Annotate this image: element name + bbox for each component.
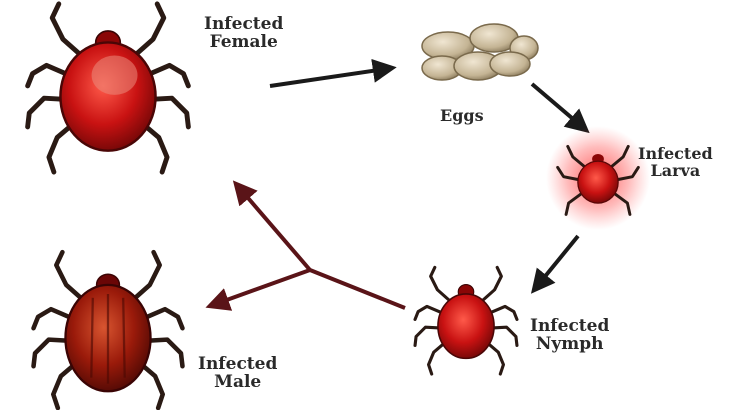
label-nymph-line2: Nymph: [530, 336, 609, 354]
label-female-line2: Female: [204, 34, 283, 52]
label-infected-nymph: Infected Nymph: [530, 318, 609, 354]
label-infected-male: Infected Male: [198, 356, 277, 392]
branch-arrow-nymph-to-adults: [210, 184, 405, 308]
label-infected-larva: Infected Larva: [638, 146, 713, 180]
label-larva-line2: Larva: [638, 163, 713, 180]
eggs-cluster: [422, 24, 538, 80]
nymph-tick: [415, 267, 517, 374]
label-infected-female: Infected Female: [204, 16, 283, 52]
label-eggs: Eggs: [440, 108, 484, 125]
female-tick: [28, 4, 189, 172]
label-male-line2: Male: [198, 374, 277, 392]
larva-tick: [546, 126, 650, 230]
arrow-eggs-to-larva: [532, 84, 586, 130]
arrow-female-to-eggs: [270, 68, 392, 86]
arrow-larva-to-nymph: [534, 236, 578, 290]
male-tick: [34, 252, 183, 408]
